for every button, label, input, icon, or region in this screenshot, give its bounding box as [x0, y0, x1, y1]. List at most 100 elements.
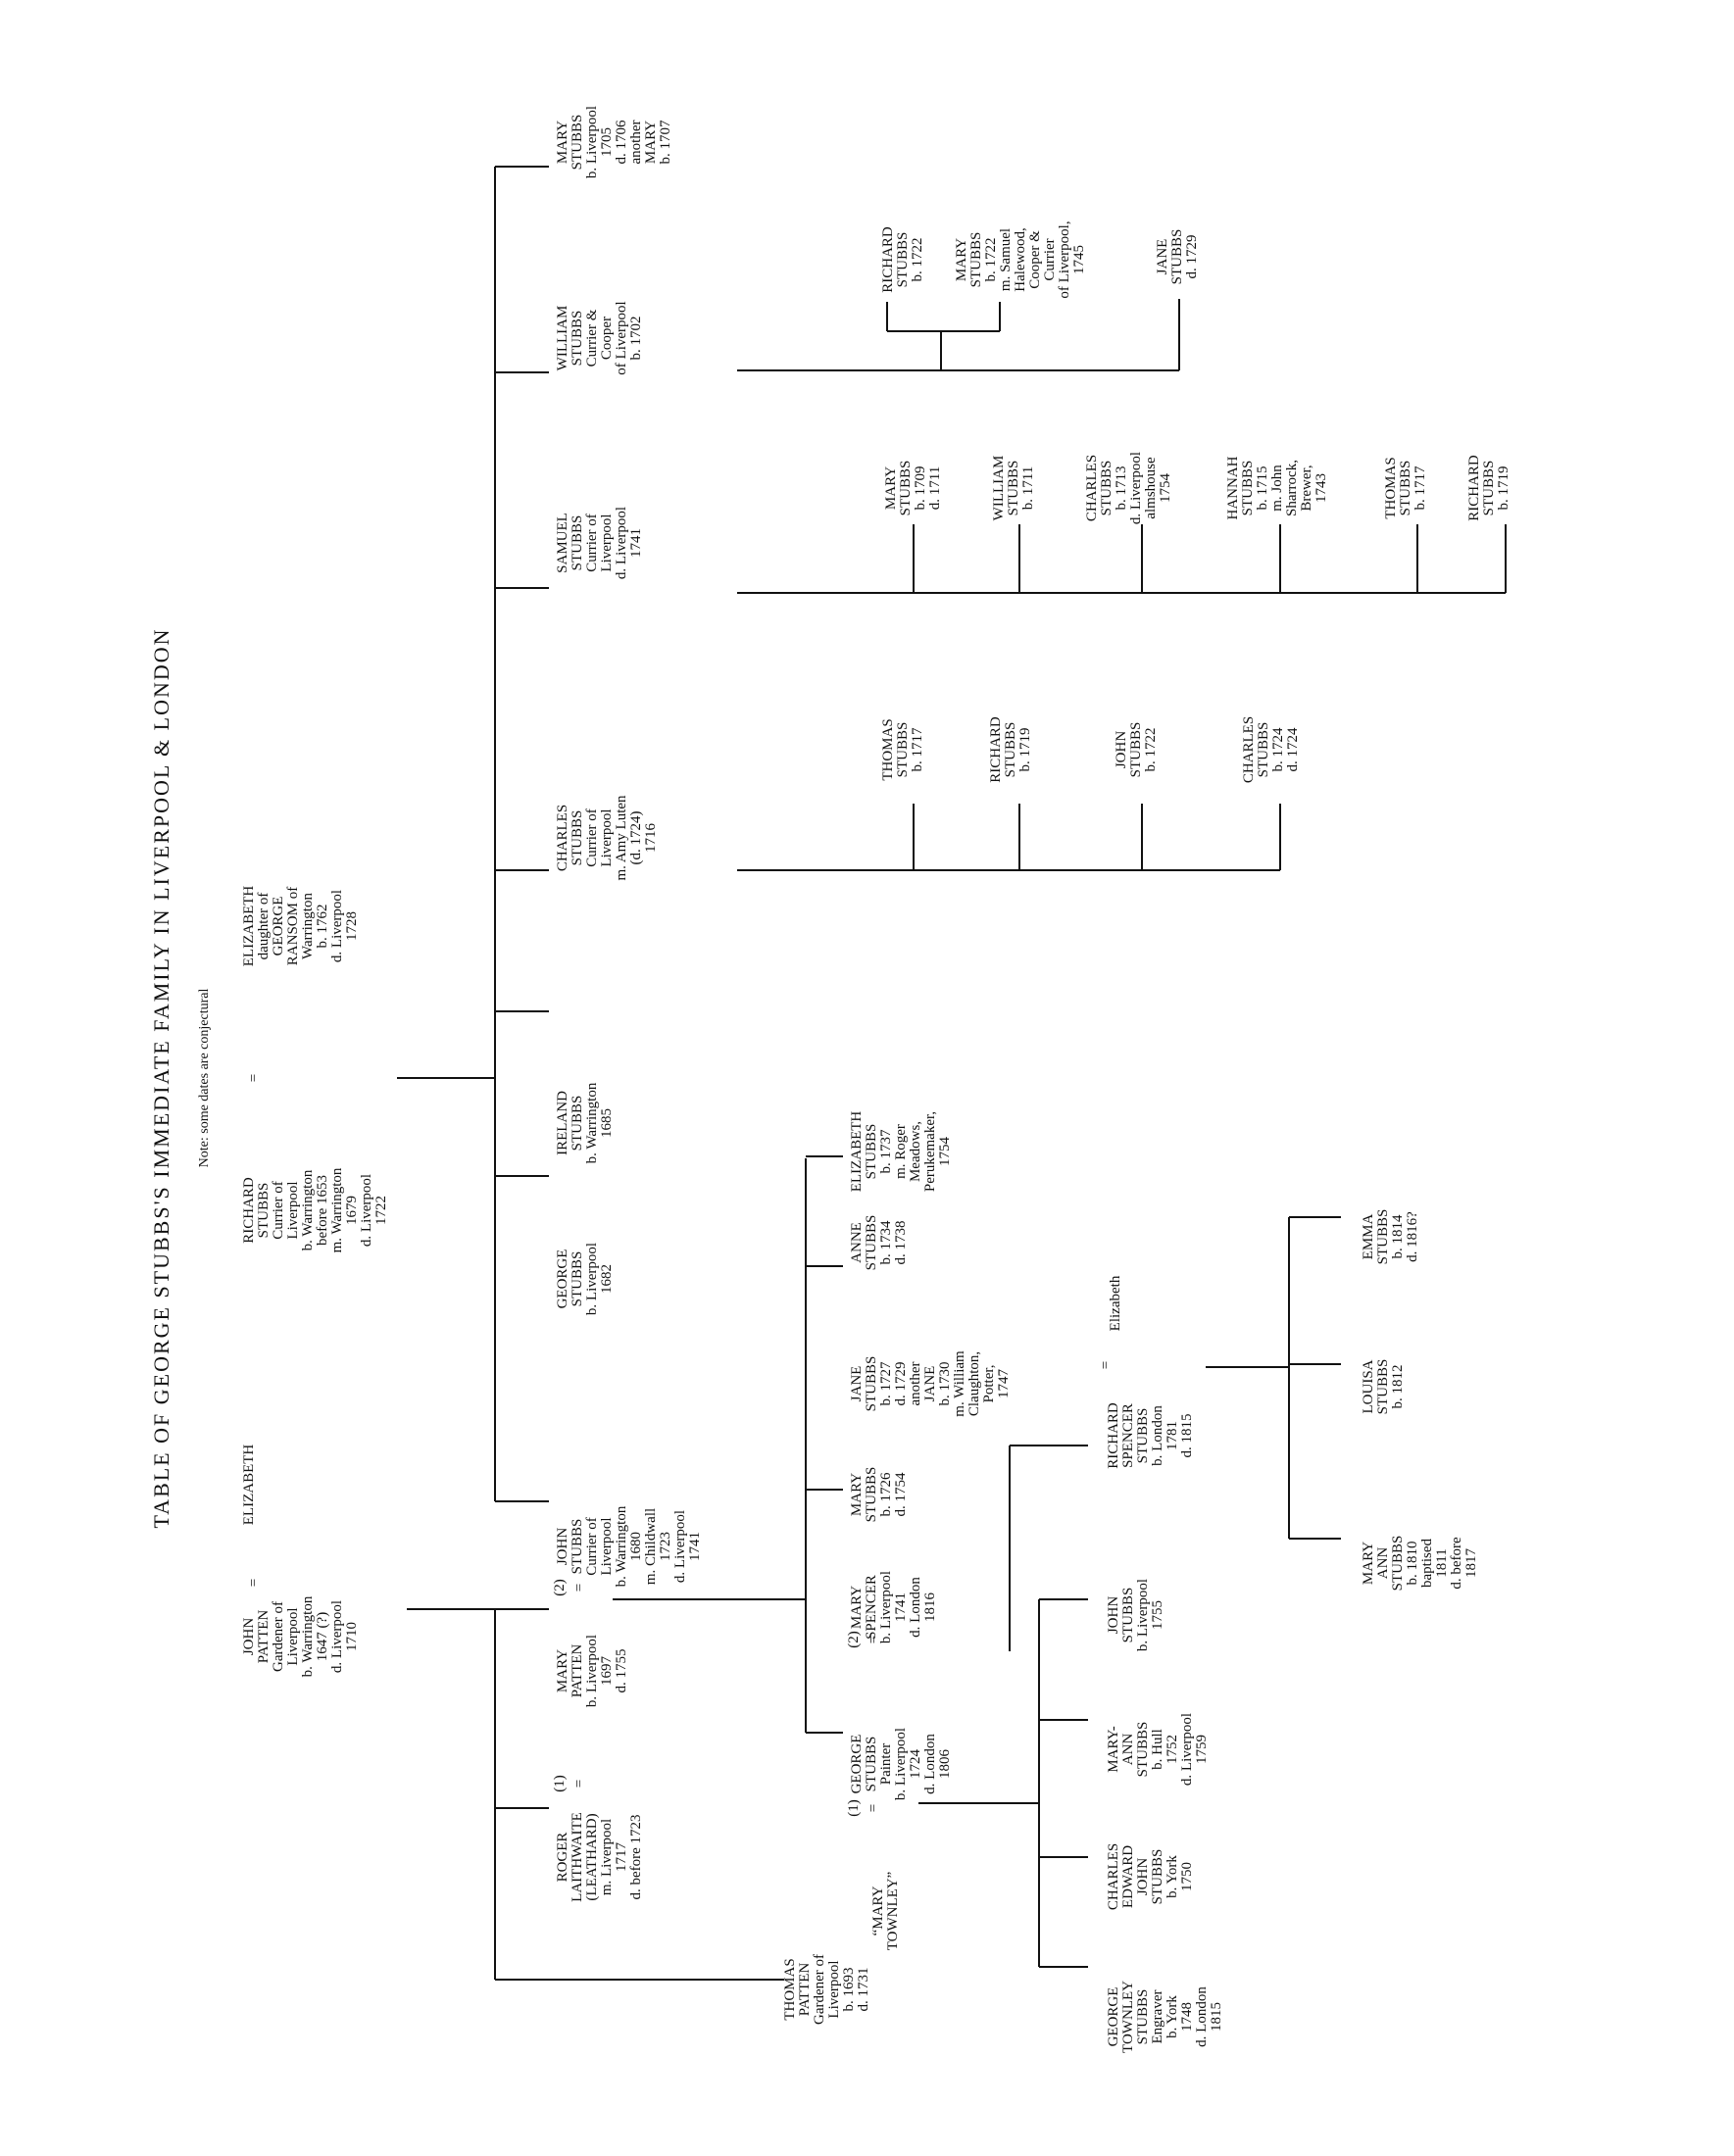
person-label-line: STUBBS	[1120, 1588, 1136, 1643]
person-label-line: THOMAS	[880, 718, 896, 780]
person-label-line: LOUISA	[1361, 1359, 1376, 1413]
person-label-line: CHARLES	[1106, 1843, 1121, 1910]
marriage-number-mark: (1)	[846, 1799, 862, 1817]
tree-connectors	[397, 166, 1507, 1981]
person-label-line: Painter	[878, 1743, 894, 1786]
person-label-line: b. 1707	[658, 120, 673, 165]
person-label-line: STUBBS	[570, 1251, 585, 1307]
person-label-line: SPENCER	[1120, 1403, 1136, 1468]
connector	[737, 524, 1507, 594]
person-label-line: 1741	[893, 1592, 909, 1622]
person-label-line: d. London	[1194, 1986, 1210, 2047]
person-label-line: STUBBS	[570, 1096, 585, 1152]
person-label-line: MARY-	[1106, 1726, 1121, 1773]
person-label-line: m. Roger	[893, 1124, 909, 1179]
person-label-line: STUBBS	[1256, 722, 1271, 778]
person-label-line: ANNE	[849, 1222, 865, 1263]
connector	[737, 804, 1281, 871]
person-label-line: Warrington	[300, 893, 316, 959]
person-label-line: (d. 1724)	[628, 811, 644, 865]
connector	[918, 1598, 1088, 1968]
person-label-line: 1682	[599, 1264, 615, 1294]
connector	[1009, 1445, 1088, 1651]
person-label-line: Cooper &	[1027, 230, 1043, 289]
person-label-line: another	[628, 121, 644, 165]
person-label-line: d. Liverpool	[1128, 452, 1144, 524]
person-label-line: STUBBS	[570, 810, 585, 866]
equals-mark: =	[1098, 1361, 1114, 1369]
person-label-line: m. Amy Luten	[614, 795, 629, 881]
person-label-line: Currier of	[584, 1517, 600, 1576]
person-label-line: m. Childwall	[643, 1508, 659, 1585]
person-label-line: 1748	[1179, 2002, 1195, 2032]
person-label-line: JANE	[1155, 239, 1170, 275]
person-label-line: 1747	[996, 1369, 1012, 1399]
person-label-line: 1817	[1463, 1548, 1479, 1579]
person-label-line: b. 1727	[878, 1361, 894, 1406]
person-label-line: EMMA	[1361, 1213, 1376, 1259]
person-label-line: JOHN	[241, 1618, 257, 1656]
person-label-line: HANNAH	[1225, 456, 1241, 519]
person-label-line: 1816	[922, 1592, 938, 1623]
person-label-line: MARY	[849, 1586, 865, 1629]
person-label-line: Currier of	[584, 808, 600, 867]
person-label-line: 1723	[658, 1532, 673, 1561]
person-label-line: Potter,	[981, 1365, 997, 1403]
person-label-line: b. York	[1164, 1855, 1180, 1898]
person-label-line: STUBBS	[1135, 1408, 1151, 1464]
person-label-line: MARY	[643, 121, 659, 164]
person-label-line: 1679	[344, 1196, 360, 1225]
person-label-line: STUBBS	[1128, 722, 1144, 778]
person-label-line: b. 1814	[1390, 1214, 1406, 1259]
person-label-line: STUBBS	[864, 1124, 879, 1180]
person-label-line: 1759	[1194, 1735, 1210, 1764]
person-label-line: GEORGE	[271, 897, 286, 956]
person-label-line: Liverpool	[285, 1181, 301, 1239]
person-label-line: STUBBS	[1169, 229, 1185, 285]
person-label-line: STUBBS	[1240, 461, 1256, 516]
person-label-line: MARY	[849, 1473, 865, 1516]
person-label-line: 1815	[1209, 2002, 1224, 2032]
person-label-line: b. 1719	[1496, 466, 1511, 511]
person-label-line: d. London	[922, 1734, 938, 1794]
person-label-line: STUBBS	[570, 1519, 585, 1575]
person-label-line: b. Liverpool	[878, 1571, 894, 1643]
person-label-line: b. 1711	[1020, 466, 1036, 510]
person-label-line: m. Liverpool	[599, 1819, 615, 1895]
person-label-line: d. 1729	[893, 1362, 909, 1406]
person-label-line: m. John	[1269, 465, 1285, 512]
person-label-line: b. Liverpool	[893, 1728, 909, 1800]
connector	[397, 166, 549, 1502]
person-label-line: b. Warrington	[300, 1595, 316, 1677]
person-label-line: STUBBS	[1481, 461, 1497, 516]
person-label-line: b. Liverpool	[1135, 1579, 1151, 1651]
person-label-line: IRELAND	[555, 1091, 570, 1155]
person-label-line: THOMAS	[782, 1958, 798, 2020]
person-label-line: STUBBS	[864, 1467, 879, 1523]
person-label-line: RICHARD	[1106, 1402, 1121, 1469]
person-label-line: GEORGE	[849, 1735, 865, 1794]
person-label-line: STUBBS	[256, 1183, 272, 1239]
person-label-line: d. 1724	[1285, 727, 1301, 772]
person-label-line: 1741	[628, 528, 644, 558]
person-label-line: STUBBS	[968, 232, 984, 288]
person-label-line: 1741	[687, 1532, 703, 1561]
person-label-line: of Liverpool	[614, 301, 629, 374]
person-label-line: STUBBS	[898, 461, 914, 516]
person-label-line: almshouse	[1143, 457, 1159, 519]
person-label-line: JANE	[922, 1366, 938, 1402]
person-label-line: MARY	[555, 1649, 570, 1692]
